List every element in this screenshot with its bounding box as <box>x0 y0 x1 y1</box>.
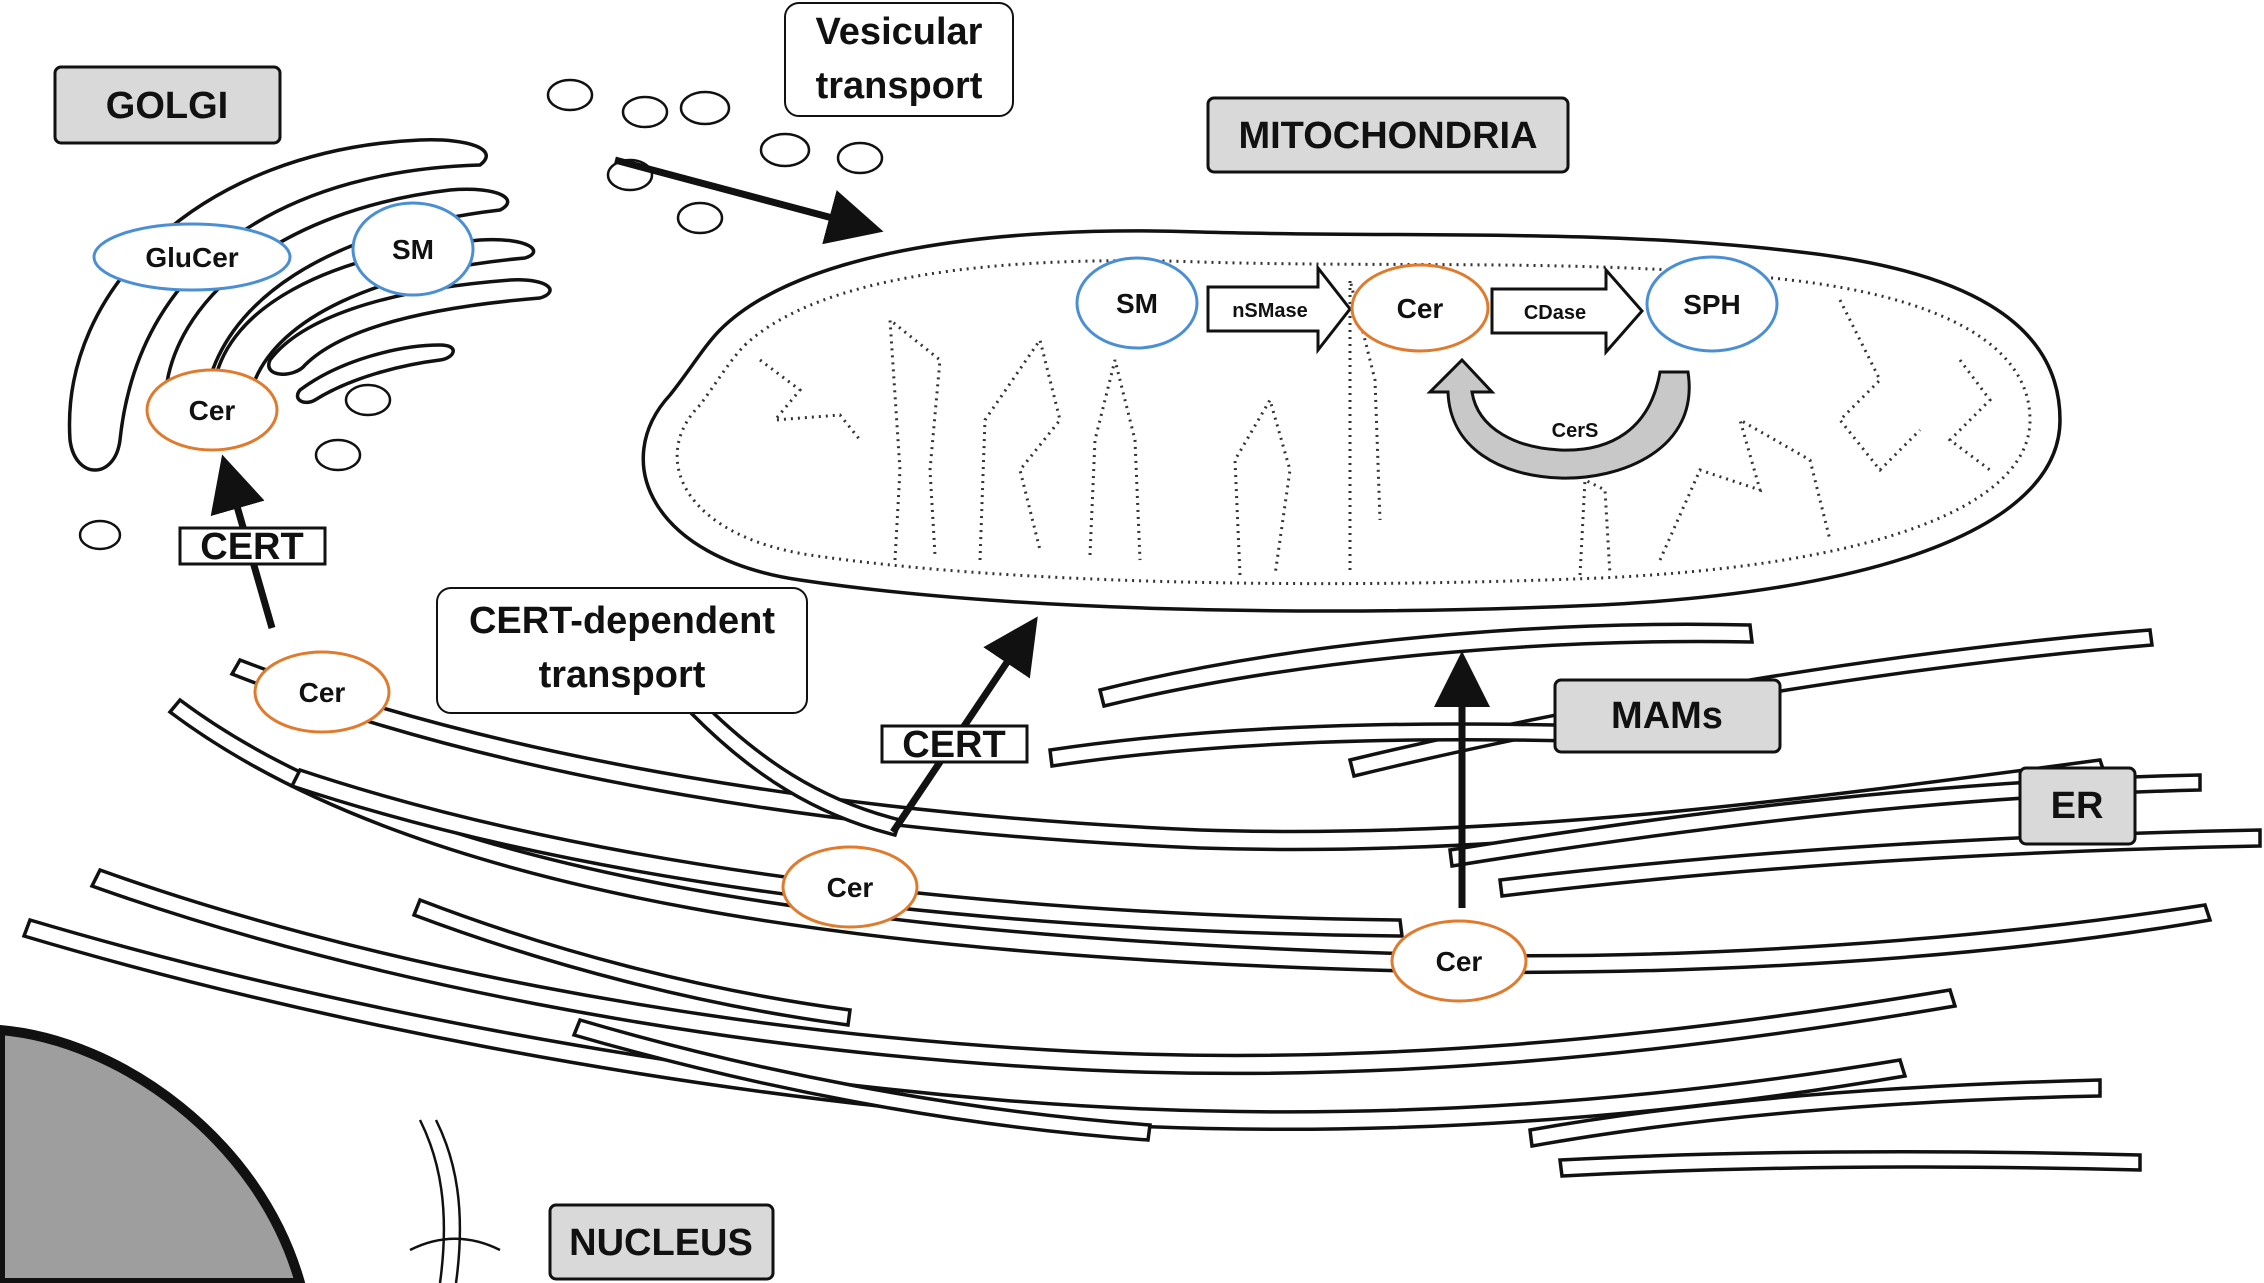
vesicular-transport-line1: Vesicular <box>816 11 983 53</box>
cdase-label: CDase <box>1524 302 1586 324</box>
er-cer-left-node: Cer <box>253 650 391 734</box>
golgi-label-text: GOLGI <box>106 85 228 127</box>
cers-label: CerS <box>1552 420 1599 442</box>
er-label-text: ER <box>2051 785 2104 827</box>
cert-tag-golgi-text: CERT <box>200 526 303 568</box>
er-cer-middle-text: Cer <box>827 872 874 903</box>
er-cer-left-text: Cer <box>299 677 346 708</box>
mito-cer-node: Cer <box>1350 263 1490 353</box>
er-cer-right-node: Cer <box>1390 919 1528 1003</box>
er-network <box>21 622 2262 1283</box>
er-cer-middle-node: Cer <box>781 845 919 929</box>
mito-sph-node: SPH <box>1645 255 1779 353</box>
mitochondria-label-text: MITOCHONDRIA <box>1238 115 1537 157</box>
mito-cer-text: Cer <box>1397 293 1444 324</box>
nsmase-arrow <box>1206 263 1352 355</box>
mito-cristae <box>759 279 1992 576</box>
golgi-glucer-node: GluCer <box>92 222 292 292</box>
golgi-sm-text: SM <box>392 234 434 265</box>
mitochondria-label: MITOCHONDRIA <box>1206 96 1570 174</box>
cert-tag-mito-text: CERT <box>902 724 1005 766</box>
mitochondrion <box>641 229 2062 613</box>
golgi-stack <box>67 138 552 472</box>
golgi-sm-node: SM <box>351 201 475 297</box>
er-cer-right-text: Cer <box>1436 946 1483 977</box>
cers-curved-arrow <box>1426 357 1691 480</box>
mito-sph-text: SPH <box>1683 289 1741 320</box>
vesicular-transport-box: Vesicular transport <box>784 2 1014 117</box>
er-label: ER <box>2018 766 2137 846</box>
nucleus-label: NUCLEUS <box>548 1203 775 1281</box>
nucleus-label-text: NUCLEUS <box>569 1222 753 1264</box>
cert-dependent-line2: transport <box>539 654 706 696</box>
mito-outer-membrane <box>641 229 2062 613</box>
cert-tag-golgi: CERT <box>178 526 327 568</box>
cert-dependent-transport-box: CERT-dependent transport <box>436 587 808 714</box>
mito-sm-node: SM <box>1075 256 1199 350</box>
mito-sm-text: SM <box>1116 288 1158 319</box>
cert-dependent-line1: CERT-dependent <box>469 600 775 642</box>
mams-label-text: MAMs <box>1611 695 1723 737</box>
vesicular-arrow <box>614 156 884 245</box>
vesicular-transport-line2: transport <box>816 65 983 107</box>
mams-label: MAMs <box>1553 678 1782 754</box>
golgi-cer-text: Cer <box>189 395 236 426</box>
golgi-label: GOLGI <box>53 65 282 145</box>
cert-tag-mito: CERT <box>880 724 1029 766</box>
golgi-cer-node: Cer <box>145 368 279 452</box>
golgi-glucer-text: GluCer <box>145 242 238 273</box>
cdase-arrow <box>1490 266 1644 356</box>
nsmase-label: nSMase <box>1232 300 1308 322</box>
golgi-vesicles <box>78 78 884 551</box>
nucleus-shape <box>0 1024 306 1283</box>
